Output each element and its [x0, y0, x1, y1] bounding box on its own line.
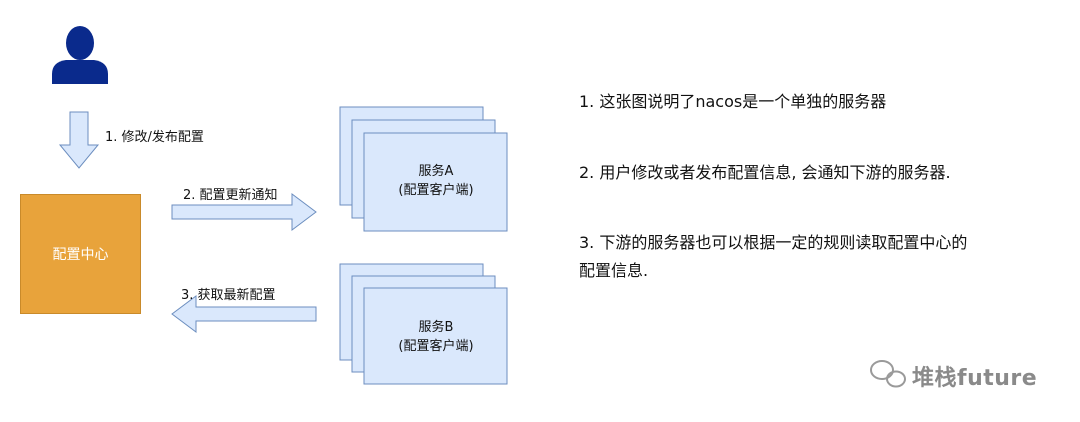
step-modify-label: 1. 修改/发布配置 — [105, 130, 204, 145]
server-a-name: 服务A — [418, 164, 454, 179]
server-b-text: 服务B (配置客户端) — [365, 318, 507, 356]
user-icon — [52, 26, 108, 84]
modify-arrow — [58, 111, 100, 169]
note-1: 1. 这张图说明了nacos是一个单独的服务器 — [579, 92, 887, 111]
step-fetch-label: 3. 获取最新配置 — [181, 288, 276, 303]
server-a-text: 服务A (配置客户端) — [365, 162, 507, 200]
notify-arrow — [171, 193, 317, 231]
watermark-text: 堆栈future — [912, 366, 1038, 391]
server-b-stack — [339, 263, 508, 385]
note-3-line-2: 配置信息. — [579, 261, 649, 280]
server-a-role: (配置客户端) — [398, 183, 474, 198]
config-center-box: 配置中心 — [20, 194, 141, 314]
note-3-line-1: 3. 下游的服务器也可以根据一定的规则读取配置中心的 — [579, 233, 968, 252]
fetch-arrow — [171, 295, 317, 333]
server-a-stack — [339, 106, 508, 232]
server-b-role: (配置客户端) — [398, 339, 474, 354]
server-b-name: 服务B — [418, 320, 454, 335]
note-2: 2. 用户修改或者发布配置信息, 会通知下游的服务器. — [579, 163, 951, 182]
config-center-label: 配置中心 — [52, 247, 109, 263]
step-notify-label: 2. 配置更新通知 — [183, 188, 278, 203]
wechat-icon — [870, 360, 906, 388]
